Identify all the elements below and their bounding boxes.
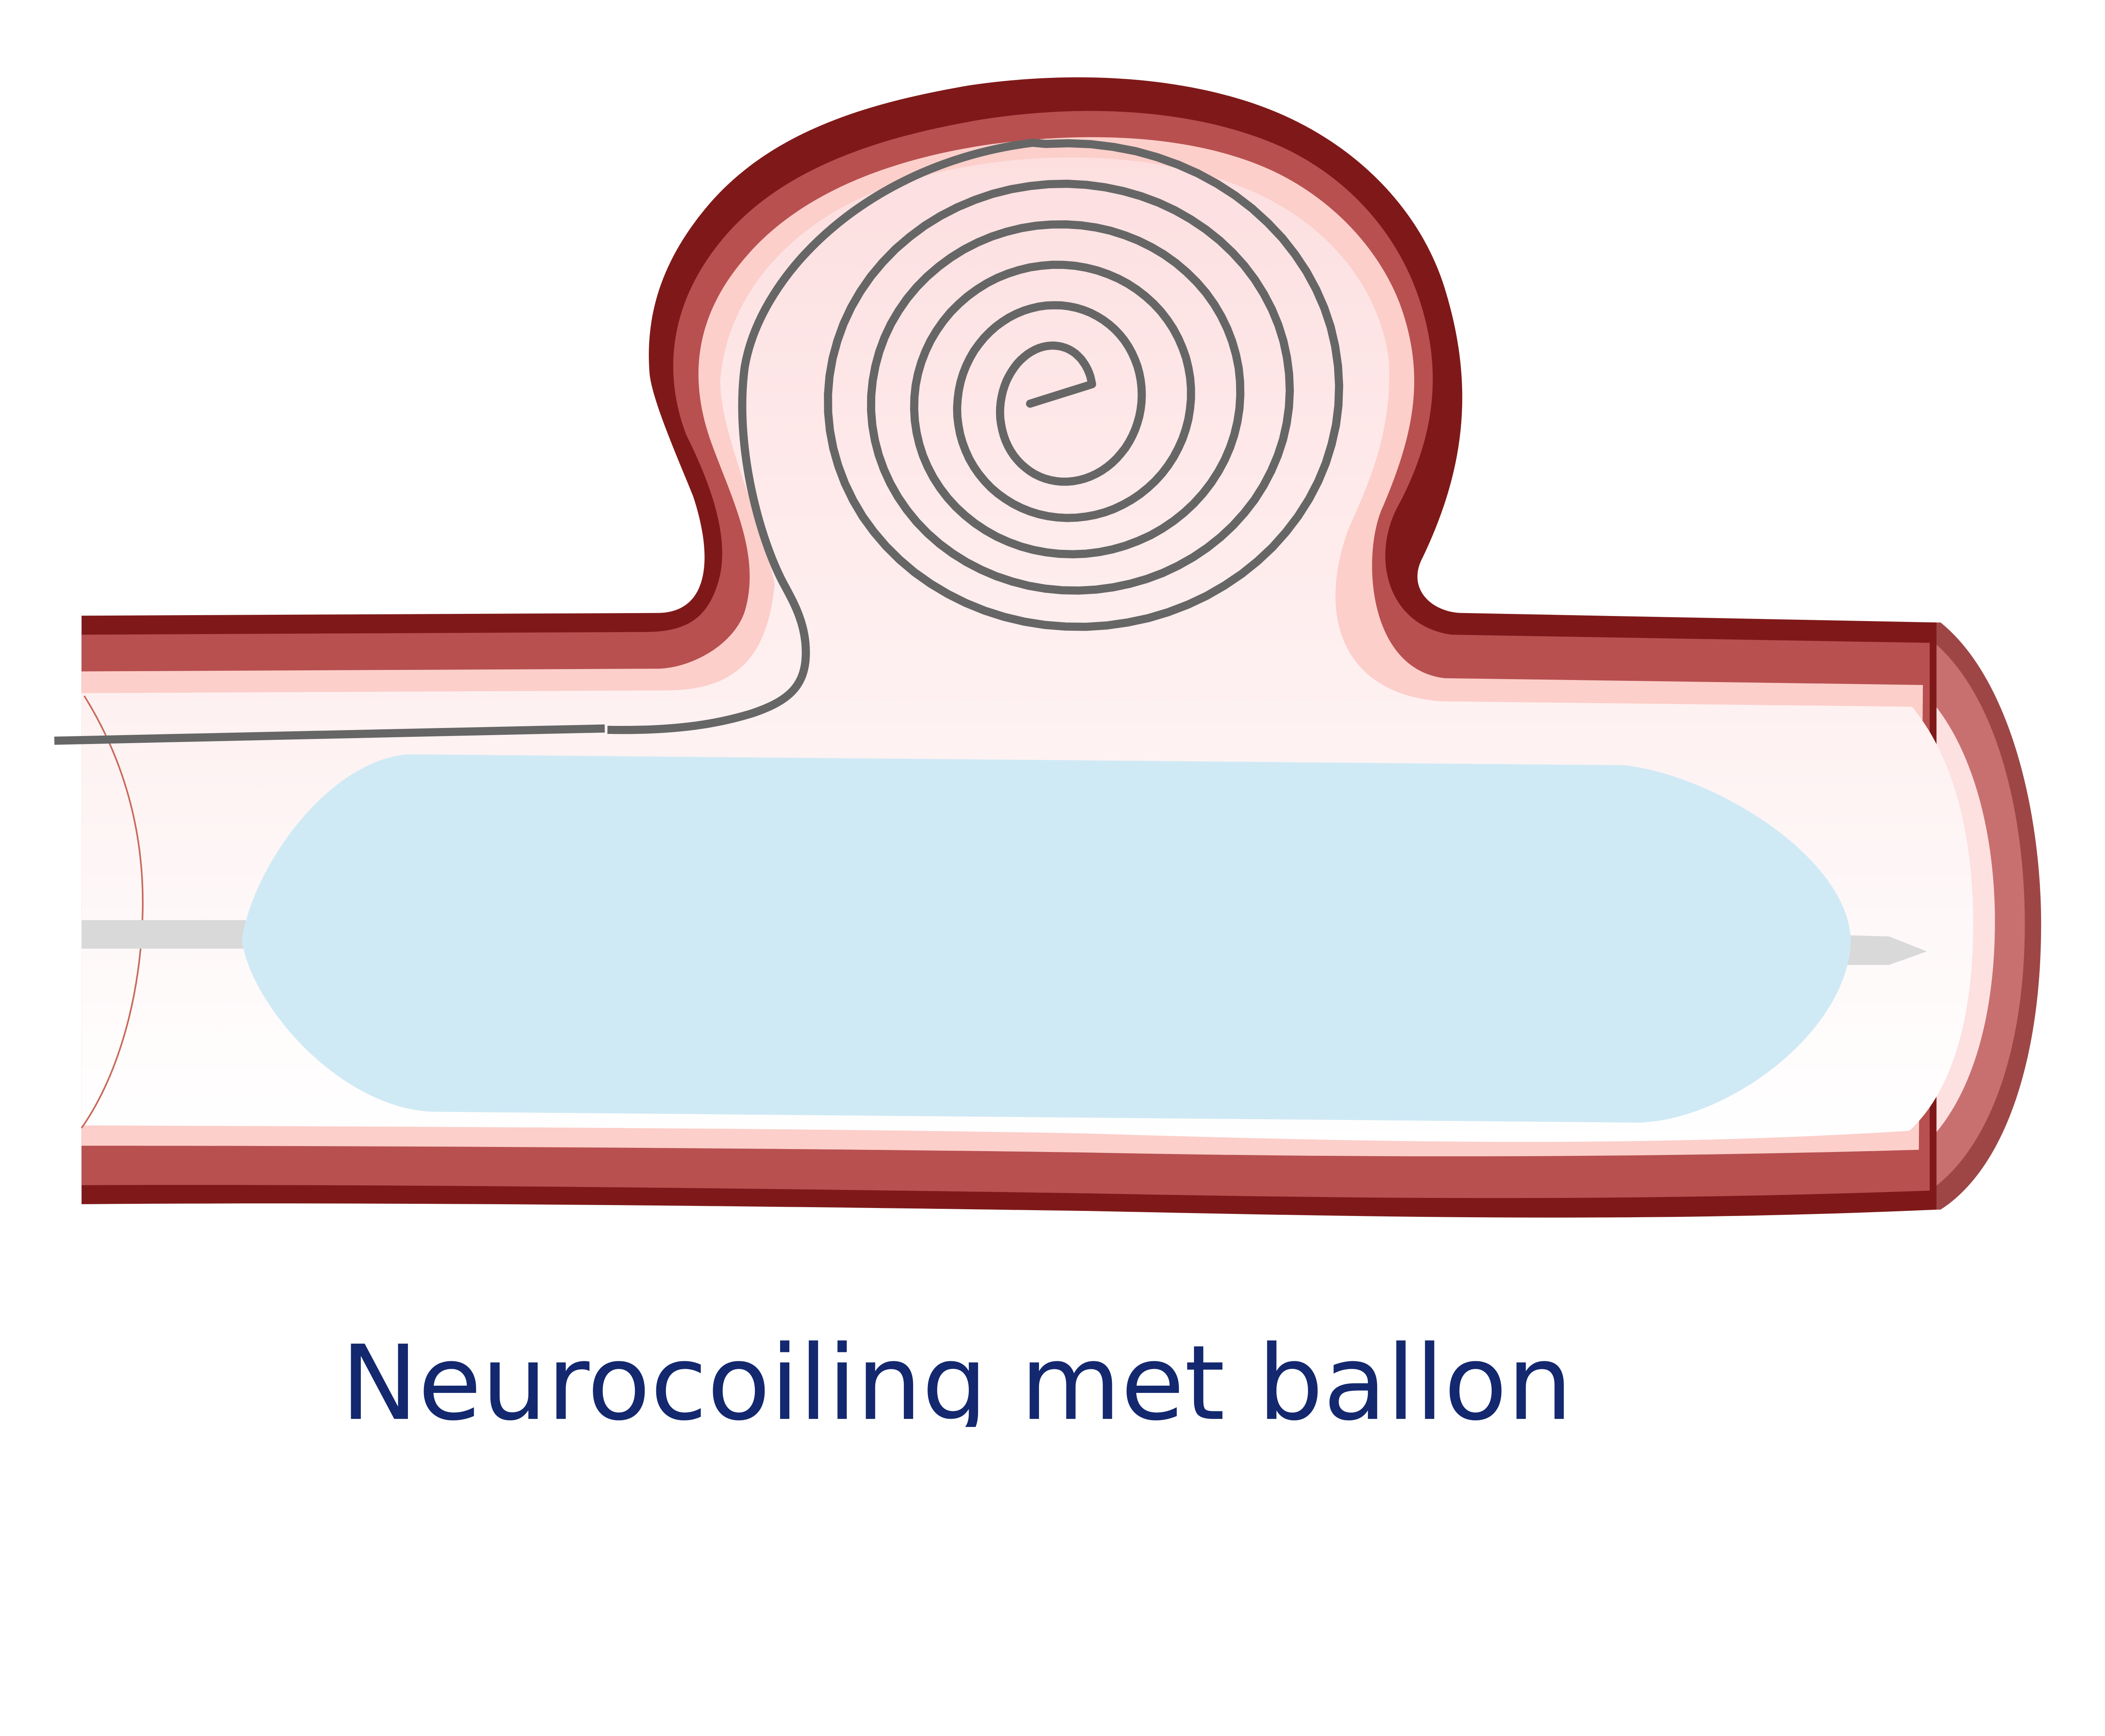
catheter-tip (1841, 935, 1927, 965)
balloon-catheter (81, 754, 1927, 1123)
vessel-left-opening (81, 695, 144, 1129)
embolization-coil (738, 139, 1343, 631)
catheter-shaft-left (81, 920, 252, 949)
balloon (242, 754, 1851, 1123)
neurocoiling-diagram: Neurocoiling met ballon (54, 77, 2041, 1427)
microcatheter (54, 585, 810, 745)
diagram-title: Neurocoiling met ballon (341, 1323, 1573, 1427)
